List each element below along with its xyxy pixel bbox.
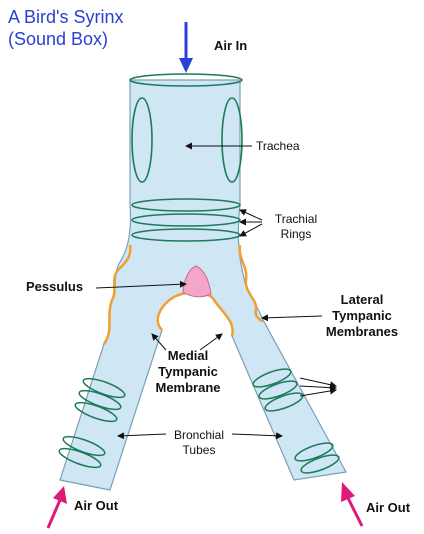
air-in-arrow — [179, 22, 193, 73]
label-medial-tympanic-membrane: Medial Tympanic Membrane — [148, 348, 228, 396]
lateral-line-2: Tympanic — [322, 308, 402, 324]
label-bronchial-tubes: Bronchial Tubes — [166, 428, 232, 458]
pointer-ring-r1 — [300, 378, 336, 386]
label-trachial-rings: Trachial Rings — [268, 212, 324, 242]
pointer-lateral — [262, 316, 322, 318]
bronchial-line-1: Bronchial — [166, 428, 232, 443]
medial-line-2: Tympanic — [148, 364, 228, 380]
lateral-line-1: Lateral — [322, 292, 402, 308]
medial-line-3: Membrane — [148, 380, 228, 396]
medial-line-1: Medial — [148, 348, 228, 364]
title-line-1: A Bird's Syrinx — [8, 6, 123, 28]
title-line-2: (Sound Box) — [8, 28, 123, 50]
air-out-arrow-left — [48, 486, 67, 528]
trachial-rings-line-2: Rings — [268, 227, 324, 242]
pointer-ring-r3 — [300, 390, 336, 396]
lateral-line-3: Membranes — [322, 324, 402, 340]
label-trachea: Trachea — [256, 139, 300, 154]
trachial-rings-line-1: Trachial — [268, 212, 324, 227]
air-out-arrow-right — [341, 482, 362, 526]
label-pessulus: Pessulus — [26, 279, 83, 295]
label-air-out-left: Air Out — [74, 498, 118, 514]
pointer-ring-r2 — [300, 386, 336, 388]
label-lateral-tympanic-membranes: Lateral Tympanic Membranes — [322, 292, 402, 340]
pointer-rings-3 — [240, 224, 262, 236]
pointer-rings-1 — [240, 210, 262, 220]
bronchial-line-2: Tubes — [166, 443, 232, 458]
diagram-title: A Bird's Syrinx (Sound Box) — [8, 6, 123, 50]
label-air-in: Air In — [214, 38, 247, 54]
label-air-out-right: Air Out — [366, 500, 410, 516]
